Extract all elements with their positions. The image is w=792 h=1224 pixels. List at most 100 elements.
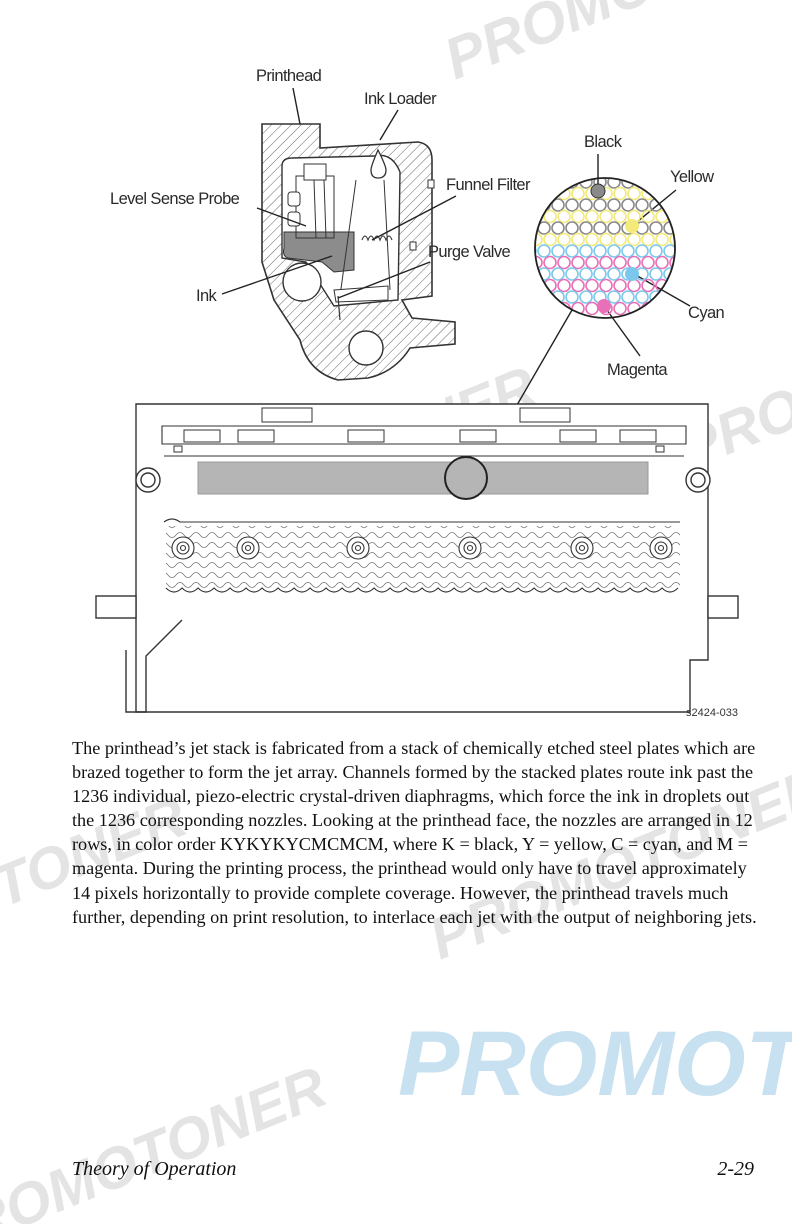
nozzle xyxy=(613,278,627,293)
screw xyxy=(657,544,665,552)
nozzle xyxy=(535,267,537,281)
nozzle xyxy=(655,232,669,247)
nozzle xyxy=(613,255,627,270)
nozzle xyxy=(649,221,663,235)
nozzle xyxy=(599,255,613,270)
nozzle xyxy=(621,290,635,304)
nozzle xyxy=(565,221,579,235)
nozzle xyxy=(557,278,571,293)
nozzle xyxy=(537,178,551,189)
svg-text:PROMOTONER: PROMOTONER xyxy=(436,0,792,92)
nozzle xyxy=(551,244,565,258)
nozzle xyxy=(669,232,675,247)
nozzle xyxy=(565,244,579,258)
nozzle xyxy=(571,232,585,247)
nozzle xyxy=(543,255,557,270)
nozzle xyxy=(649,244,663,258)
screw xyxy=(354,544,362,552)
nozzle xyxy=(627,232,641,247)
screw xyxy=(244,544,252,552)
nozzle xyxy=(593,198,607,212)
nozzle xyxy=(655,255,669,270)
nozzle xyxy=(678,245,690,257)
nozzle xyxy=(535,221,537,235)
label-magenta: Magenta xyxy=(607,361,668,379)
nozzle xyxy=(537,244,551,258)
nozzle xyxy=(613,209,627,224)
label-black: Black xyxy=(584,133,623,151)
nozzle xyxy=(565,267,579,281)
nozzle xyxy=(669,278,675,293)
nozzle xyxy=(585,209,599,224)
nozzle xyxy=(684,188,696,200)
nozzle xyxy=(579,244,593,258)
label-ink: Ink xyxy=(196,287,218,305)
nozzle xyxy=(641,232,655,247)
label-ink-loader: Ink Loader xyxy=(364,90,437,108)
nozzle xyxy=(607,244,621,258)
nozzle xyxy=(641,209,655,224)
nozzle xyxy=(557,232,571,247)
nozzle xyxy=(641,278,655,293)
nozzle xyxy=(535,244,537,258)
label-printhead: Printhead xyxy=(256,67,322,85)
nozzle xyxy=(579,290,593,304)
black-nozzle-marker xyxy=(590,183,606,199)
nozzle xyxy=(607,178,621,189)
label-yellow: Yellow xyxy=(670,168,714,186)
nozzle xyxy=(585,232,599,247)
nozzle xyxy=(537,198,551,212)
nozzle xyxy=(635,244,649,258)
nozzle xyxy=(678,222,690,234)
nozzle xyxy=(579,198,593,212)
nozzle xyxy=(557,255,571,270)
nozzle xyxy=(607,290,621,304)
watermark-big: PROMOT xyxy=(398,1013,792,1115)
label-purge-valve: Purge Valve xyxy=(428,243,510,261)
nozzle xyxy=(669,209,675,224)
body-paragraph: The printhead’s jet stack is fabricated … xyxy=(72,738,757,927)
nozzle-grid xyxy=(535,178,696,316)
nozzle xyxy=(635,290,649,304)
nozzle xyxy=(593,267,607,281)
nozzle xyxy=(649,178,663,189)
nozzle xyxy=(684,211,696,223)
nozzle xyxy=(593,221,607,235)
nozzle xyxy=(543,232,557,247)
nozzle xyxy=(627,278,641,293)
nozzle xyxy=(663,198,675,212)
nozzle xyxy=(535,278,543,293)
label-funnel-filter: Funnel Filter xyxy=(446,176,531,194)
nozzle xyxy=(585,255,599,270)
nozzle xyxy=(557,209,571,224)
nozzle xyxy=(635,198,649,212)
nozzle xyxy=(607,221,621,235)
printhead-front-view xyxy=(95,403,739,713)
label-cyan: Cyan xyxy=(688,304,725,322)
nozzle xyxy=(551,221,565,235)
nozzle xyxy=(684,257,696,269)
nozzle xyxy=(627,255,641,270)
yellow-nozzle-marker xyxy=(625,219,639,233)
screw xyxy=(466,544,474,552)
nozzle xyxy=(571,209,585,224)
svg-text:PROMOTONER: PROMOTONER xyxy=(0,1054,335,1224)
nozzle xyxy=(551,267,565,281)
magenta-nozzle-marker xyxy=(597,299,611,313)
nozzle xyxy=(613,232,627,247)
nozzle xyxy=(599,278,613,293)
nozzle xyxy=(655,301,669,316)
nozzle xyxy=(565,290,579,304)
cyan-nozzle-marker xyxy=(625,267,639,281)
nozzle xyxy=(621,198,635,212)
nozzle xyxy=(678,291,690,303)
nozzle xyxy=(543,186,557,201)
nozzle xyxy=(621,244,635,258)
nozzle xyxy=(537,290,551,304)
nozzle xyxy=(585,301,599,316)
nozzle xyxy=(535,290,537,304)
nozzle xyxy=(641,255,655,270)
nozzle xyxy=(607,267,621,281)
footer-section-title: Theory of Operation xyxy=(72,1158,237,1180)
nozzle xyxy=(579,267,593,281)
